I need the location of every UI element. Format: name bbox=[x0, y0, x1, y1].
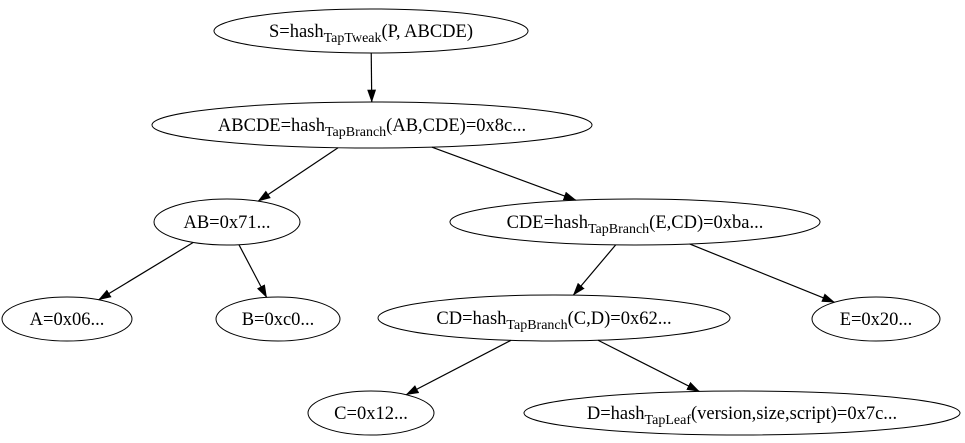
node-label-E: E=0x20... bbox=[840, 310, 913, 330]
node-AB: AB=0x71... bbox=[153, 198, 301, 246]
edge-ABCDE-AB bbox=[257, 147, 339, 202]
node-D: D=hashTapLeaf(version,size,script)=0x7c.… bbox=[523, 390, 961, 436]
edge-ABCDE-CDE bbox=[431, 146, 577, 201]
node-label-CD: CD=hashTapBranch(C,D)=0x62... bbox=[436, 309, 671, 333]
node-label-D: D=hashTapLeaf(version,size,script)=0x7c.… bbox=[587, 404, 897, 428]
node-ellipse-S bbox=[213, 8, 529, 54]
nodes-layer: S=hashTapTweak(P, ABCDE) ABCDE=hashTapBra… bbox=[1, 8, 961, 436]
edge-S-ABCDE bbox=[367, 52, 377, 103]
edge-AB-A bbox=[98, 241, 194, 301]
node-E: E=0x20... bbox=[811, 296, 941, 342]
edge-CD-D bbox=[597, 339, 700, 392]
edges-layer bbox=[98, 52, 836, 396]
node-ellipse-C bbox=[307, 390, 435, 436]
node-ellipse-CD bbox=[377, 294, 731, 342]
node-CDE: CDE=hashTapBranch(E,CD)=0xba... bbox=[449, 198, 821, 246]
edge-CD-C bbox=[405, 339, 512, 396]
node-B: B=0xc0... bbox=[215, 296, 341, 342]
node-label-AB: AB=0x71... bbox=[183, 213, 270, 233]
node-label-ABCDE: ABCDE=hashTapBranch(AB,CDE)=0x8c... bbox=[218, 116, 526, 140]
node-ellipse-B bbox=[215, 296, 341, 342]
node-label-C: C=0x12... bbox=[334, 404, 408, 424]
edge-AB-B bbox=[238, 244, 268, 298]
node-S: S=hashTapTweak(P, ABCDE) bbox=[213, 8, 529, 54]
edge-CDE-E bbox=[689, 243, 836, 303]
edge-CDE-CD bbox=[572, 244, 617, 296]
node-ellipse-E bbox=[811, 296, 941, 342]
node-label-A: A=0x06... bbox=[30, 310, 105, 330]
node-C: C=0x12... bbox=[307, 390, 435, 436]
node-ellipse-AB bbox=[153, 198, 301, 246]
node-ellipse-D bbox=[523, 390, 961, 436]
node-ellipse-A bbox=[1, 296, 133, 342]
node-ellipse-CDE bbox=[449, 198, 821, 246]
node-label-CDE: CDE=hashTapBranch(E,CD)=0xba... bbox=[507, 213, 764, 237]
node-label-S: S=hashTapTweak(P, ABCDE) bbox=[269, 22, 473, 46]
node-ABCDE: ABCDE=hashTapBranch(AB,CDE)=0x8c... bbox=[151, 101, 593, 149]
node-CD: CD=hashTapBranch(C,D)=0x62... bbox=[377, 294, 731, 342]
node-label-B: B=0xc0... bbox=[242, 310, 315, 330]
node-A: A=0x06... bbox=[1, 296, 133, 342]
